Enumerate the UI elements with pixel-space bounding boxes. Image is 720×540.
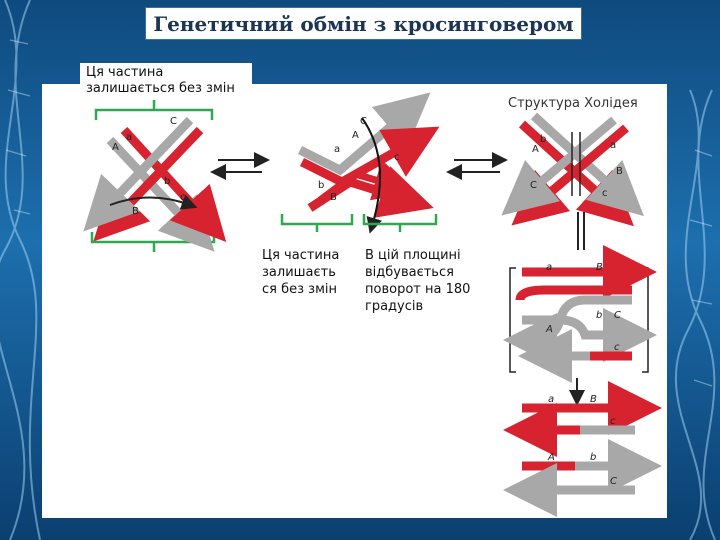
s2-label-A: A — [352, 130, 359, 141]
note-unchanged-top: Ця частина залишається без змін — [80, 63, 252, 99]
h-label-C: C — [530, 180, 537, 191]
label-a: a — [126, 132, 132, 143]
linear-holliday-strands: a B A b C c — [503, 245, 657, 383]
holliday-structure-title: Структура Холідея — [508, 96, 638, 111]
lh-label-A: A — [545, 324, 553, 335]
label-A: A — [112, 142, 119, 153]
equilibrium-arrows-1 — [210, 152, 270, 180]
p-label-C: C — [610, 476, 617, 487]
bracket-stage2-left — [280, 214, 354, 232]
label-B: B — [132, 206, 139, 217]
equilibrium-arrows-2 — [446, 152, 508, 180]
stage1-cross: A a C b B c — [83, 116, 227, 252]
equivalence-bars — [577, 212, 585, 250]
stage2-cross: A a C B b c — [297, 92, 440, 234]
lh-label-c: c — [614, 342, 620, 353]
note-rotation-plane: В цій площині відбувається поворот на 18… — [365, 248, 471, 314]
s2-label-b: b — [318, 180, 324, 191]
h-label-a: a — [610, 140, 616, 151]
resolved-products: a B c A b C — [503, 381, 662, 517]
h-label-B: B — [616, 166, 623, 177]
lh-label-B: B — [596, 262, 603, 273]
s2-label-a: a — [334, 144, 340, 155]
h-label-c: c — [602, 188, 608, 199]
s2-label-B: B — [330, 192, 337, 203]
label-b: b — [164, 176, 170, 187]
p-label-B: B — [590, 394, 597, 405]
slide-title: Генетичний обмін з кросинговером — [145, 7, 582, 40]
lh-label-b: b — [596, 310, 602, 321]
h-label-A: A — [532, 144, 539, 155]
p-label-a: a — [548, 394, 554, 405]
lh-label-C: C — [614, 310, 621, 321]
bracket-bottom-stage1 — [90, 232, 216, 252]
p-label-b: b — [590, 452, 596, 463]
label-c: c — [180, 192, 186, 203]
lh-label-a: a — [546, 262, 552, 273]
s2-label-c: c — [394, 152, 400, 163]
note-unchanged-middle: Ця частина залишаєть ся без змін — [262, 248, 340, 297]
s2-label-C: C — [360, 116, 367, 127]
bracket-top-stage1 — [94, 100, 214, 120]
bracket-stage2-right — [362, 214, 438, 232]
label-C: C — [170, 116, 177, 127]
holliday-structure: A b a c C B — [501, 112, 644, 227]
h-label-b: b — [540, 134, 546, 145]
p-label-A: A — [547, 452, 555, 463]
p-label-c: c — [610, 416, 616, 427]
